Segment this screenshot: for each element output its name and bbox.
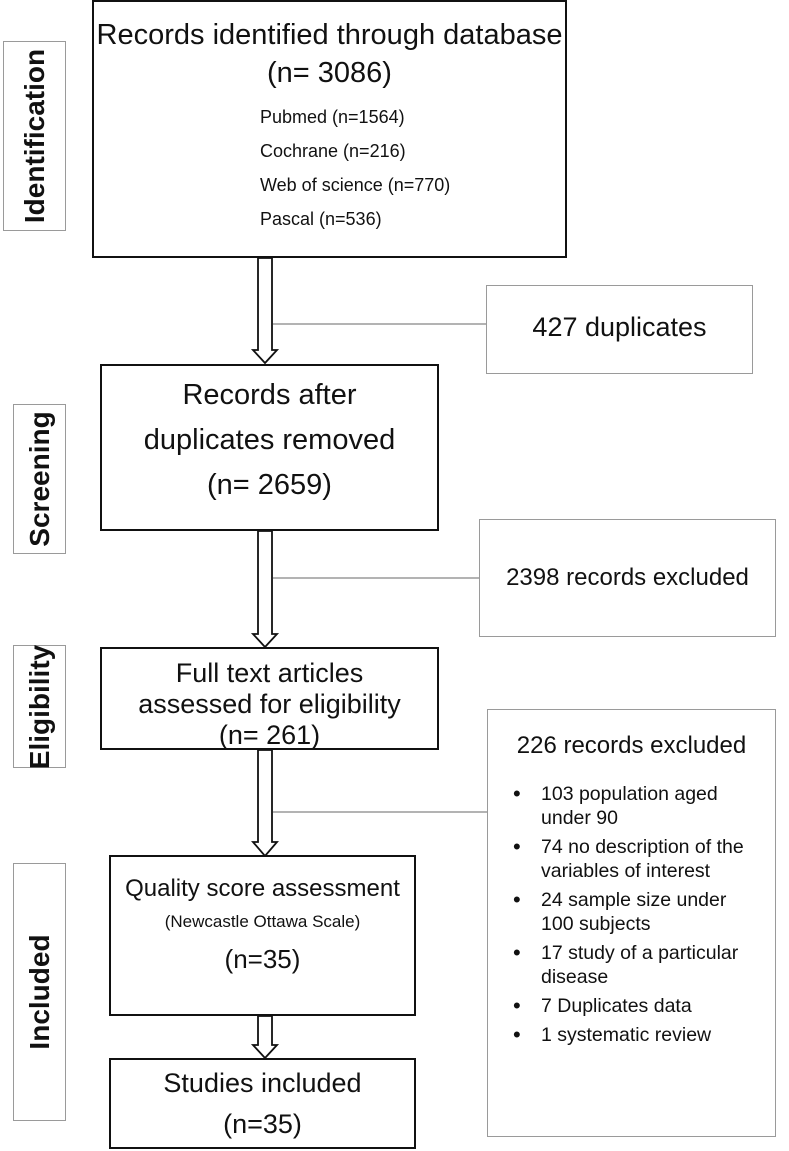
arrow-eligibility-to-quality: [251, 749, 279, 858]
duplicates-box: 427 duplicates: [486, 285, 753, 374]
full-text-box: Full text articles assessed for eligibil…: [100, 647, 439, 750]
exclusion-reason: 24 sample size under 100 subjects: [503, 888, 763, 936]
quality-count: (n=35): [224, 944, 301, 974]
arrow-identification-to-screening: [250, 257, 280, 365]
full-text-line1: Full text articles: [175, 658, 364, 688]
eligibility-excluded-title: 226 records excluded: [516, 732, 747, 759]
stage-screening: Screening: [13, 404, 66, 554]
exclusion-reason: 17 study of a particular disease: [503, 941, 763, 989]
stage-identification: Identification: [3, 41, 66, 231]
after-duplicates-count: (n= 2659): [207, 469, 332, 501]
exclusion-reasons-list: 103 population aged under 90 74 no descr…: [503, 782, 763, 1052]
database-pascal: Pascal (n=536): [260, 209, 382, 229]
included-count: (n=35): [223, 1109, 302, 1139]
identified-count: (n= 3086): [267, 57, 392, 89]
identified-title: Records identified through database: [96, 19, 563, 51]
database-list: Pubmed (n=1564) Cochrane (n=216) Web of …: [260, 100, 450, 236]
quality-assessment-box: Quality score assessment (Newcastle Otta…: [109, 855, 416, 1016]
identified-records-box: Records identified through database (n= …: [92, 0, 567, 258]
studies-included-box: Studies included (n=35): [109, 1058, 416, 1149]
exclusion-reason: 103 population aged under 90: [503, 782, 763, 830]
full-text-line2: assessed for eligibility: [138, 689, 401, 719]
eligibility-excluded-box: 226 records excluded 103 population aged…: [487, 709, 776, 1137]
exclusion-reason: 1 systematic review: [503, 1023, 763, 1047]
database-pubmed: Pubmed (n=1564): [260, 107, 405, 127]
after-duplicates-box: Records after duplicates removed (n= 265…: [100, 364, 439, 531]
screening-excluded-label: 2398 records excluded: [506, 564, 749, 591]
quality-scale: (Newcastle Ottawa Scale): [164, 912, 361, 931]
after-duplicates-line1: Records after: [182, 379, 357, 411]
stage-eligibility: Eligibility: [13, 644, 66, 769]
exclusion-reason: 7 Duplicates data: [503, 994, 763, 1018]
arrow-quality-to-included: [250, 1015, 280, 1060]
included-title: Studies included: [163, 1068, 362, 1098]
arrow-screening-to-eligibility: [250, 530, 280, 649]
exclusion-reason: 74 no description of the variables of in…: [503, 835, 763, 883]
after-duplicates-line2: duplicates removed: [143, 424, 396, 456]
duplicates-label: 427 duplicates: [532, 312, 707, 342]
database-cochrane: Cochrane (n=216): [260, 141, 406, 161]
full-text-count: (n= 261): [218, 720, 321, 750]
stage-included: Included: [13, 863, 66, 1121]
quality-title: Quality score assessment: [125, 875, 400, 902]
screening-excluded-box: 2398 records excluded: [479, 519, 776, 637]
database-web-of-science: Web of science (n=770): [260, 175, 451, 195]
